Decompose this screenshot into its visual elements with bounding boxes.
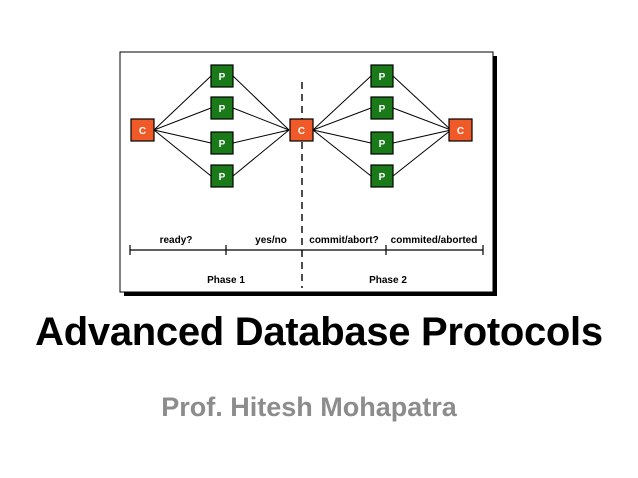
participant-node: P	[210, 64, 234, 88]
participant-node: P	[370, 64, 394, 88]
step-label-commited-aborted: commited/aborted	[391, 235, 478, 246]
edge-c1-p4	[153, 129, 212, 177]
participant-label: P	[219, 72, 226, 83]
timeline	[129, 245, 484, 255]
slide-subtitle: Prof. Hitesh Mohapatra	[161, 392, 457, 422]
edge-c1-p1	[153, 75, 212, 131]
diagram-frame	[119, 51, 494, 293]
step-label-yes-no: yes/no	[255, 235, 287, 246]
edge-p8-c3	[392, 129, 452, 177]
coordinator-label: C	[298, 126, 305, 137]
participant-label: P	[219, 172, 226, 183]
edge-c1-p3	[153, 129, 212, 144]
edge-p2-c2	[232, 107, 290, 131]
participant-node: P	[210, 96, 234, 120]
edge-p7-c3	[392, 129, 452, 144]
participant-node: P	[370, 96, 394, 120]
edge-p5-c3	[392, 75, 452, 131]
coordinator-node: C	[289, 118, 314, 142]
coordinator-node: C	[448, 118, 473, 142]
coordinator-label: C	[457, 126, 464, 137]
participant-label: P	[379, 139, 386, 150]
edge-p1-c2	[232, 75, 290, 131]
coordinator-label: C	[139, 126, 146, 137]
edge-c2-p7	[312, 129, 372, 144]
edge-c2-p6	[312, 107, 372, 131]
participant-node: P	[370, 131, 394, 155]
participant-node: P	[370, 164, 394, 188]
phase-label-2: Phase 2	[369, 275, 407, 286]
connector-lines	[153, 75, 452, 177]
participant-node: P	[210, 131, 234, 155]
step-label-ready: ready?	[160, 235, 193, 246]
coordinator-node: C	[130, 118, 155, 142]
edge-p6-c3	[392, 107, 452, 131]
edge-c2-p8	[312, 129, 372, 177]
participant-label: P	[379, 72, 386, 83]
participant-label: P	[219, 104, 226, 115]
step-label-commit-abort: commit/abort?	[309, 235, 378, 246]
slide-title: Advanced Database Protocols	[35, 310, 603, 354]
participant-label: P	[379, 172, 386, 183]
edge-c2-p5	[312, 75, 372, 131]
edge-p4-c2	[232, 129, 290, 177]
participant-label: P	[219, 139, 226, 150]
edge-c1-p2	[153, 107, 212, 131]
participant-node: P	[210, 164, 234, 188]
participant-label: P	[379, 104, 386, 115]
edge-p3-c2	[232, 129, 290, 144]
phase-label-1: Phase 1	[207, 275, 245, 286]
